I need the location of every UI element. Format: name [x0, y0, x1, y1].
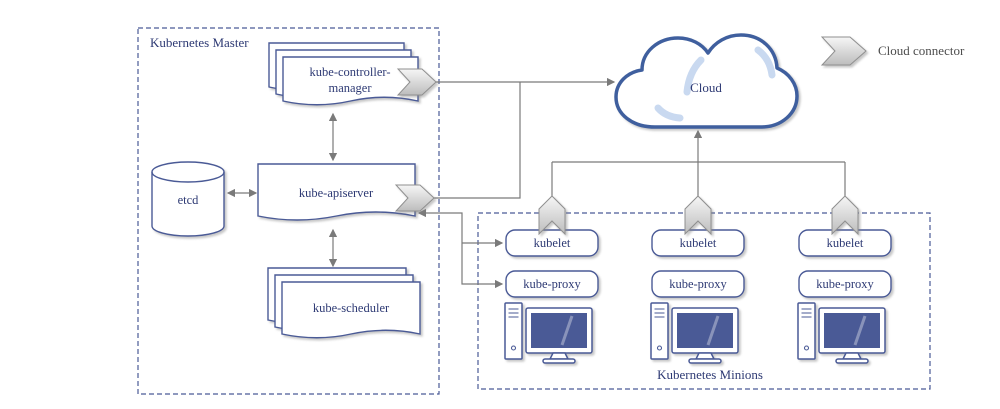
cloud-shape	[614, 33, 799, 129]
etcd-label: etcd	[178, 193, 200, 207]
minion-3-kubelet-label: kubelet	[827, 236, 864, 250]
kube-controller-manager-node: kube-controller- manager	[268, 42, 419, 106]
apiserver-cloud-connector-icon	[394, 184, 435, 212]
etcd-database: etcd	[151, 161, 225, 237]
minion-3-kube-proxy-label: kube-proxy	[816, 277, 874, 291]
minion-2-kubelet-box	[651, 229, 745, 257]
minion-2-cloud-connector-icon	[684, 195, 712, 236]
minion-2: kubelet kube-proxy	[650, 195, 745, 364]
cloud-label: Cloud	[690, 80, 722, 95]
minions-label: Kubernetes Minions	[657, 367, 763, 382]
kube-scheduler-label: kube-scheduler	[313, 301, 390, 315]
minion-1-kubelet-label: kubelet	[534, 236, 571, 250]
minion-1-computer-icon	[504, 302, 593, 364]
minion-3-cloud-connector-icon	[831, 195, 859, 236]
kube-apiserver-node: kube-apiserver	[257, 163, 416, 221]
minion-1-kube-proxy-label: kube-proxy	[523, 277, 581, 291]
kube-controller-manager-label-line2: manager	[328, 81, 372, 95]
edge-apiserver-to-kube-proxy	[417, 208, 504, 289]
minion-2-kube-proxy-box	[651, 270, 745, 298]
minion-1: kubelet kube-proxy	[504, 195, 599, 364]
minion-2-kube-proxy-label: kube-proxy	[669, 277, 727, 291]
kube-apiserver-label: kube-apiserver	[299, 186, 374, 200]
legend-label: Cloud connector	[878, 43, 965, 58]
minion-1-kubelet-box	[505, 229, 599, 257]
edge-apiserver-to-cloud-junction	[434, 82, 521, 199]
cloud-node: Cloud	[614, 33, 799, 129]
minion-3: kubelet kube-proxy	[797, 195, 892, 364]
cloud-highlight	[654, 104, 684, 122]
minion-1-kube-proxy-box	[505, 270, 599, 298]
kube-controller-manager-label-line1: kube-controller-	[310, 65, 391, 79]
minion-3-kubelet-box	[798, 229, 892, 257]
cloud-highlight	[754, 46, 776, 79]
minion-2-kubelet-label: kubelet	[680, 236, 717, 250]
master-label: Kubernetes Master	[150, 35, 249, 50]
cloud-highlight	[683, 56, 705, 96]
minion-3-computer-icon	[797, 302, 886, 364]
diagram-edges	[226, 77, 846, 289]
legend-cloud-connector-icon	[820, 36, 867, 66]
minion-2-computer-icon	[650, 302, 739, 364]
minion-3-kube-proxy-box	[798, 270, 892, 298]
cloud-connector-legend: Cloud connector	[820, 36, 965, 66]
minion-1-cloud-connector-icon	[538, 195, 566, 236]
controller-manager-cloud-connector-icon	[396, 68, 437, 96]
kube-scheduler-node: kube-scheduler	[267, 267, 421, 339]
